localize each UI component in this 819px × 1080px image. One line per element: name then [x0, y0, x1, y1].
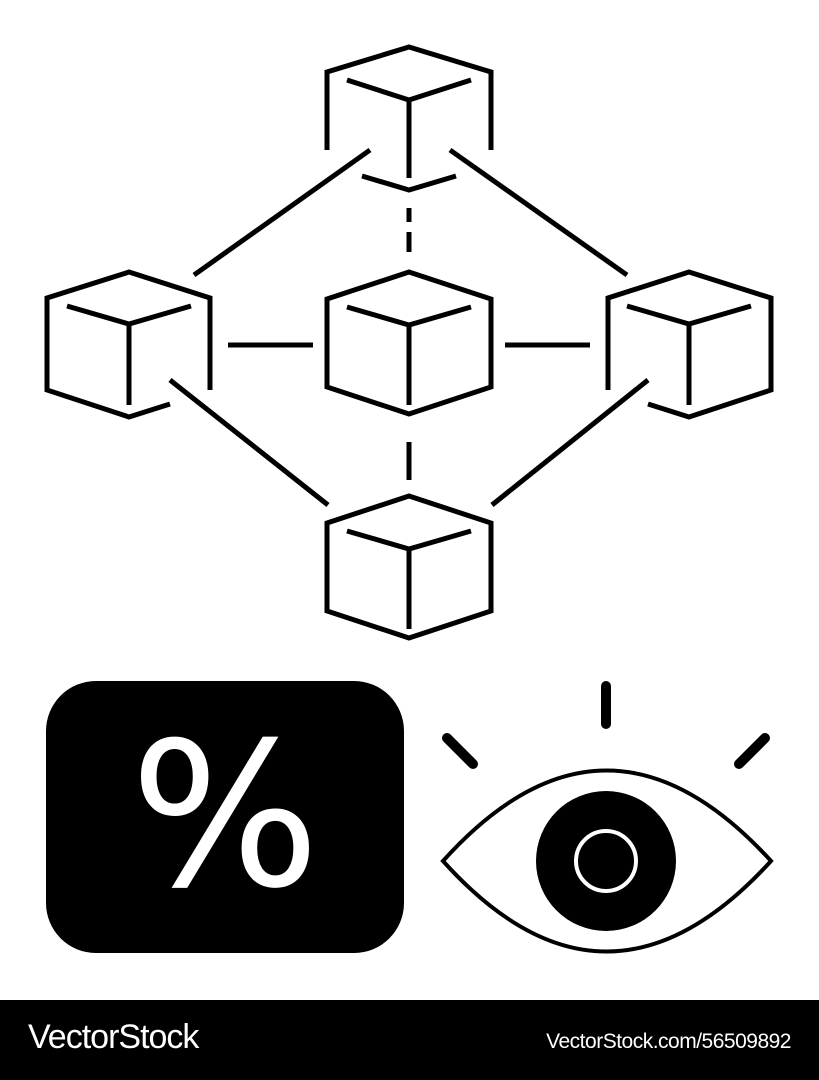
cube-center — [327, 272, 491, 414]
eye-outline — [440, 768, 774, 954]
network-links — [168, 147, 650, 507]
percent-badge-icon: % — [46, 681, 404, 953]
brand-logo: VectorStock — [28, 1018, 199, 1056]
eye-iris — [536, 791, 676, 931]
cube-bottom — [327, 496, 491, 638]
stock-id-text: VectorStock.com/56509892 — [546, 1030, 791, 1053]
illustration-canvas: % — [44, 44, 774, 954]
watching-eye-icon — [440, 681, 774, 954]
cube-left — [44, 269, 213, 420]
cube-right — [605, 269, 774, 420]
percent-symbol: % — [130, 700, 320, 933]
eye-rays — [442, 681, 770, 769]
cube-network-icon — [44, 44, 774, 638]
watermark-footer: VectorStock VectorStock.com/56509892 — [0, 1000, 819, 1080]
eye-pupil-ring — [574, 829, 638, 893]
cube-top — [324, 44, 494, 193]
